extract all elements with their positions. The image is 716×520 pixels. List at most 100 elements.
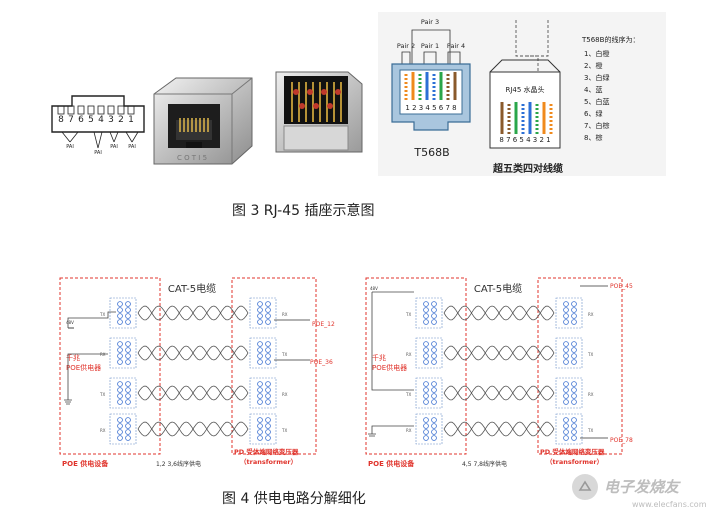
- pin-number: 3: [108, 115, 114, 125]
- wire-order-item: 6、绿: [584, 109, 602, 118]
- coil-turn: [117, 417, 123, 423]
- coil-turn: [571, 381, 577, 387]
- coil-turn: [423, 381, 429, 387]
- coil-turn: [265, 301, 271, 307]
- coil-turn: [125, 393, 131, 399]
- wire-order-item: 7、白棕: [584, 121, 609, 130]
- coil-turn: [117, 429, 123, 435]
- pair-label-4: PAI: [128, 144, 136, 150]
- twisted-wire: [137, 421, 249, 437]
- coil-turn: [257, 359, 263, 365]
- wire-order-item: 1、白橙: [584, 49, 609, 58]
- pse-box: [59, 277, 161, 455]
- coil-turn: [117, 319, 123, 325]
- pd-transformer-frame: [249, 337, 277, 369]
- coil-turn: [265, 359, 271, 365]
- t568b-diagram: Pair 3 Pair 2 Pair 1 Pair 4 1 2 3 4 5 6 …: [378, 12, 666, 176]
- coil-turn: [265, 423, 271, 429]
- twisted-wire: [443, 345, 555, 361]
- jack-front-label: C O T I 5: [177, 154, 207, 162]
- poe-a-label: POE_45: [610, 283, 633, 290]
- pse-tx-label: TX: [99, 392, 105, 397]
- pair-label-3: PAI: [110, 144, 118, 150]
- coil-turn: [265, 417, 271, 423]
- pin-contact: [77, 105, 85, 115]
- coil-turn: [563, 387, 569, 393]
- pd-transformer-frame: [555, 297, 583, 329]
- pin-number: 4: [98, 115, 104, 125]
- coil-turn: [571, 359, 577, 365]
- coil-turn: [117, 435, 123, 441]
- coil-turn: [257, 429, 263, 435]
- coil-turn: [257, 399, 263, 405]
- pd-rx-label: RX: [282, 312, 288, 317]
- pd-transformer-frame: [249, 413, 277, 445]
- coil-turn: [257, 347, 263, 353]
- pair-label-2: PAI: [94, 150, 102, 156]
- wire-order-title: T568B的线序为：: [581, 35, 639, 44]
- pd-rx-label: TX: [587, 428, 593, 433]
- coil-turn: [125, 435, 131, 441]
- pd-transformer-frame: [555, 377, 583, 409]
- figure3-caption: 图 3 RJ-45 插座示意图: [232, 203, 375, 219]
- coil-turn: [265, 353, 271, 359]
- coil-turn: [125, 359, 131, 365]
- coil-turn: [431, 347, 437, 353]
- coil-turn: [563, 381, 569, 387]
- cable-title: 超五类四对线缆: [492, 162, 563, 175]
- pd-transformer-frame: [249, 297, 277, 329]
- pd-box-label: PD 受体端网络变压器: [234, 447, 299, 456]
- coil-turn: [563, 353, 569, 359]
- twisted-wire: [137, 305, 249, 321]
- pse-label-line1: 千兆: [372, 353, 386, 362]
- poe-b-label: POE_36: [310, 359, 333, 366]
- coil-turn: [431, 341, 437, 347]
- twisted-wire: [137, 385, 249, 401]
- pse-transformer-frame: [415, 377, 443, 409]
- coil-turn: [125, 429, 131, 435]
- coil-turn: [423, 319, 429, 325]
- twisted-wire: [443, 305, 555, 321]
- coil-turn: [125, 347, 131, 353]
- pin-number: 1: [128, 115, 134, 125]
- coil-turn: [423, 417, 429, 423]
- pse-label-line2: POE供电器: [372, 363, 407, 372]
- rj45-jack-rear-photo: [275, 71, 363, 153]
- coil-turn: [125, 387, 131, 393]
- coil-turn: [265, 429, 271, 435]
- pin-number: 2: [118, 115, 124, 125]
- pse-return-wire: [371, 425, 414, 434]
- coil-turn: [431, 319, 437, 325]
- wire-order-list: 1、白橙2、橙3、白绿4、蓝5、白蓝6、绿7、白棕8、棕: [584, 49, 609, 142]
- coil-turn: [431, 387, 437, 393]
- coil-turn: [257, 417, 263, 423]
- coil-turn: [563, 417, 569, 423]
- v48-label: 48V: [370, 286, 378, 291]
- pse-tx-label: TX: [99, 312, 105, 317]
- pd-box-sublabel: （transformer）: [546, 458, 603, 466]
- coil-turn: [423, 313, 429, 319]
- pd-rx-label: RX: [588, 392, 594, 397]
- pin-contact: [57, 105, 65, 115]
- ground-symbol: [368, 433, 376, 437]
- coil-turn: [571, 353, 577, 359]
- pse-tx-label: RX: [100, 428, 106, 433]
- coil-turn: [423, 423, 429, 429]
- coil-turn: [265, 347, 271, 353]
- cable-label: CAT-5电缆: [474, 282, 522, 295]
- coil-turn: [431, 381, 437, 387]
- coil-turn: [423, 341, 429, 347]
- coil-turn: [571, 423, 577, 429]
- coil-turn: [265, 381, 271, 387]
- coil-turn: [117, 353, 123, 359]
- poe-b-label: POE_78: [610, 437, 633, 444]
- coil-turn: [257, 393, 263, 399]
- pd-transformer-frame: [249, 377, 277, 409]
- coil-turn: [265, 319, 271, 325]
- coil-turn: [257, 307, 263, 313]
- coil-turn: [125, 353, 131, 359]
- coil-turn: [265, 387, 271, 393]
- pse-feed-wire: [371, 292, 414, 391]
- wire-order-item: 3、白绿: [584, 73, 609, 82]
